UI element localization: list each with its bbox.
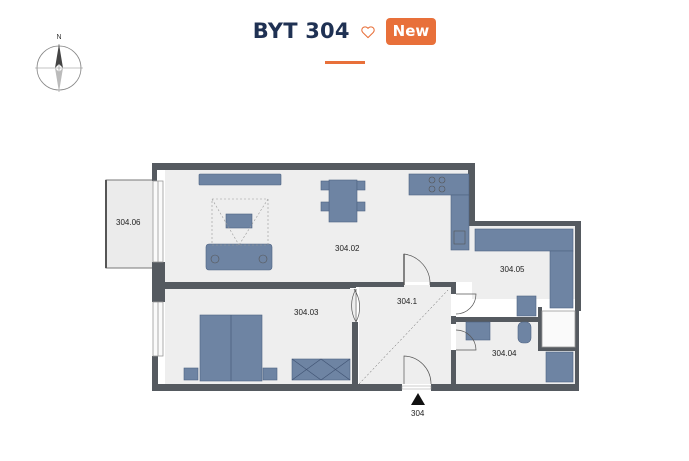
- favorite-heart-icon[interactable]: [360, 24, 376, 40]
- bathroom-area[interactable]: [472, 224, 577, 299]
- apartment-title: BYT 304: [252, 19, 350, 43]
- page-header: BYT 304 New: [0, 14, 689, 48]
- bedroom-area[interactable]: [165, 289, 355, 384]
- new-badge: New: [385, 17, 437, 45]
- entrance-arrow-icon: [411, 393, 425, 405]
- title-underline: [325, 61, 365, 64]
- compass-north-label: N: [56, 34, 61, 41]
- entrance-label: 304: [411, 409, 425, 418]
- living-room-area[interactable]: [165, 170, 472, 282]
- balcony-area[interactable]: [105, 179, 155, 269]
- wc-area[interactable]: [456, 322, 575, 384]
- compass-icon: N: [35, 34, 83, 92]
- hall-area[interactable]: [359, 285, 451, 384]
